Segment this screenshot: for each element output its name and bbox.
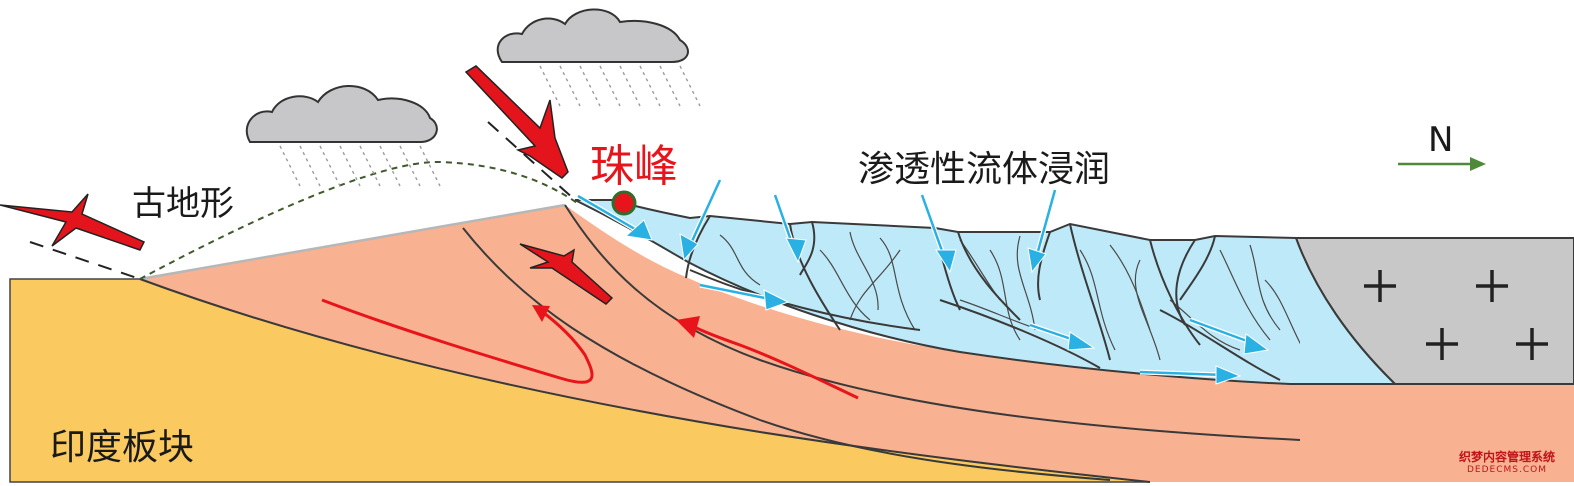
everest-peak-marker-icon [611,190,637,216]
fault-arrow-top-icon [464,65,569,179]
paleo-landform-label: 古地形 [132,184,234,224]
flow-arrowhead-1 [532,305,550,322]
rain-cloud-icon-left [245,85,441,187]
watermark-line-1: 织梦内容管理系统 [1458,450,1555,464]
wedge-top-edge [139,203,566,281]
sediment-wedge [140,205,1574,482]
granite-plus-icons [1364,270,1548,360]
material-flow-arrows [321,298,859,400]
north-label: N [1428,120,1454,160]
watermark-line-2: DEDECMS.COM [1467,465,1547,475]
fluid-arrow-icons [577,179,1256,377]
fluid-infiltration-label: 渗透性流体浸润 [858,149,1111,190]
detachment-dash-left [29,241,141,280]
fluid-arrowheads [624,219,1270,385]
indian-plate-label: 印度板块 [50,427,195,468]
fault-arrow-inner-icon [519,243,614,305]
fault-arrow-left-icon [0,193,146,251]
flow-arrowhead-2 [676,316,700,338]
north-arrow-icon [1398,157,1486,171]
everest-peak-label: 珠峰 [590,141,678,192]
watermark: 织梦内容管理系统 DEDECMS.COM [1452,448,1562,475]
detachment-dash-right [487,121,576,201]
fluid-zone [574,199,1398,385]
rain-cloud-icon-right [496,8,701,107]
paleo-landform-line [139,160,581,280]
